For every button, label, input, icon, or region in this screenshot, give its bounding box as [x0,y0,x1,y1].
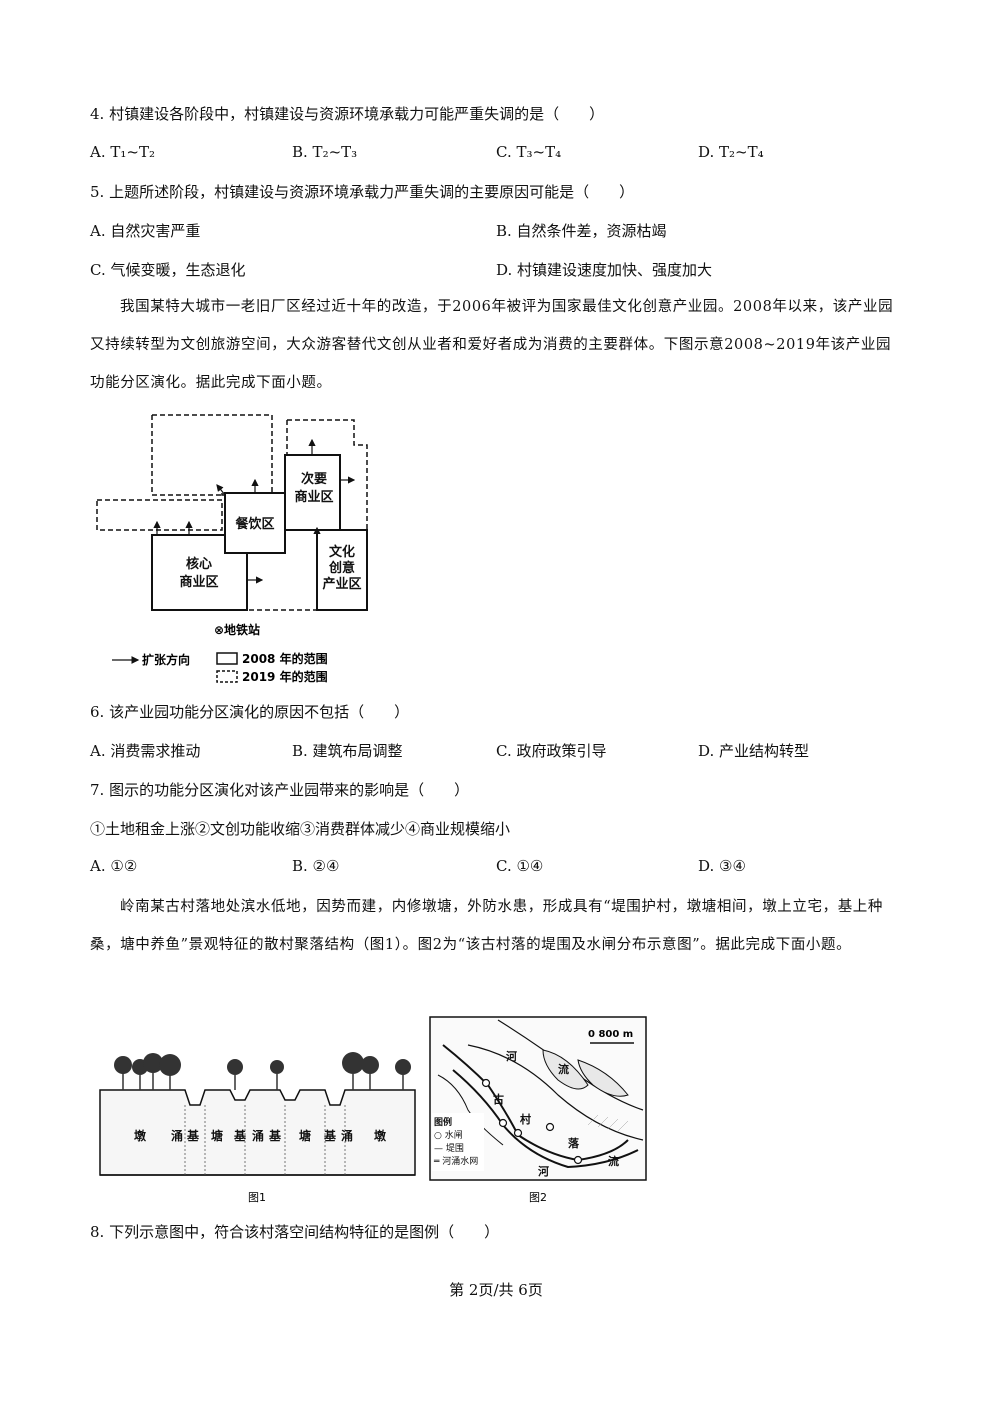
reading-passage-1: 我国某特大城市一老旧厂区经过近十年的改造，于2006年被评为国家最佳文化创意产业… [90,288,905,402]
q4-option-b: B. T₂~T₃ [292,143,358,161]
q5-option-d: D. 村镇建设速度加快、强度加大 [496,261,713,279]
culture-zone-box [316,529,368,611]
village-map: 0 800 m 河 流 古 村 落 河 流 图例 ○ 水闸 — 堤围 ═ 河涌水… [429,1016,647,1204]
cross-label-2: 涌 [171,1128,183,1143]
question-6-stem: 6. 该产业园功能分区演化的原因不包括（ ） [90,703,410,721]
dashed-top-left-2 [151,415,222,496]
question-7-statements: ①土地租金上涨②文创功能收缩③消费群体减少④商业规模缩小 [90,820,511,838]
secondary-zone-label-2: 商业区 [294,489,333,505]
legend-solid-box-icon [216,652,238,665]
map-label-ancient: 古 [493,1092,504,1106]
map-legend-waterway: ═ 河涌水网 [433,1155,478,1167]
page-footer: 第 2页/共 6页 [449,1281,543,1299]
cross-label-9: 基 [323,1128,337,1143]
cross-label-3: 基 [186,1128,200,1143]
cross-label-4: 塘 [211,1128,223,1143]
q7-option-c: C. ①④ [496,857,544,875]
food-zone-label: 餐饮区 [234,516,274,532]
village-cross-section-figure: 墩 涌 基 塘 基 涌 基 塘 基 涌 墩 图1 [95,1045,420,1205]
q5-option-a: A. 自然灾害严重 [90,222,201,240]
secondary-zone-label-1: 次要 [301,471,327,487]
dashed-top-left [152,414,273,496]
expand-arrow-3 [216,484,226,496]
cross-label-6: 涌 [252,1128,264,1143]
map-label-village: 村 [520,1112,531,1126]
passage-1-text: 我国某特大城市一老旧厂区经过近十年的改造，于2006年被评为国家最佳文化创意产业… [90,299,894,391]
cross-label-7: 基 [268,1128,282,1143]
cross-label-5: 基 [233,1128,247,1143]
culture-zone-label-1: 文化 [329,544,355,560]
q4-option-a: A. T₁~T₂ [90,143,155,161]
q4-option-d: D. T₂~T₄ [698,143,764,161]
culture-zone-label-3: 产业区 [322,576,361,592]
map-label-flow-1: 流 [558,1062,569,1076]
question-8-stem: 8. 下列示意图中，符合该村落空间结构特征的是图例（ ） [90,1223,500,1241]
subway-station-label: ⊗地铁站 [214,622,260,637]
map-legend-dike: — 堤围 [434,1143,464,1154]
legend-dashed-box-icon [216,670,238,683]
question-5-stem: 5. 上题所述阶段，村镇建设与资源环境承载力严重失调的主要原因可能是（ ） [90,183,635,201]
q7-option-d: D. ③④ [698,857,746,875]
q6-option-a: A. 消费需求推动 [90,742,201,760]
culture-zone-label-2: 创意 [328,560,355,576]
core-zone-label-2: 商业区 [179,574,218,590]
cross-label-10: 涌 [341,1128,353,1143]
zone-evolution-diagram: 核心 商业区 餐饮区 次要 商业区 文化 创意 产业区 ⊗地铁站 扩张方向 20… [96,414,368,684]
map-label-river-2: 河 [538,1164,549,1178]
figure-2-caption: 图2 [529,1191,547,1204]
q6-option-d: D. 产业结构转型 [698,742,810,760]
reading-passage-2: 岭南某古村落地处滨水低地，因势而建，内修墩塘，外防水患，形成具有“堤围护村，墩塘… [90,888,905,964]
question-7-stem: 7. 图示的功能分区演化对该产业园带来的影响是（ ） [90,781,470,799]
q6-option-b: B. 建筑布局调整 [292,742,403,760]
secondary-zone-box [284,454,341,531]
q7-option-b: B. ②④ [292,857,340,875]
legend-2019-label: 2019 年的范围 [242,669,328,684]
cross-label-11: 墩 [374,1128,387,1143]
dashed-left [96,499,223,531]
question-4-stem: 4. 村镇建设各阶段中，村镇建设与资源环境承载力可能严重失调的是（ ） [90,105,605,123]
core-zone-label-1: 核心 [186,556,212,572]
cross-section-diagram: 墩 涌 基 塘 基 涌 基 塘 基 涌 墩 图1 [99,1052,416,1204]
dashed-bottom-mid [241,545,317,611]
map-label-river-1: 河 [506,1049,517,1063]
legend-2008-label: 2008 年的范围 [242,651,328,666]
figure-1-caption: 图1 [248,1191,266,1204]
dashed-top-right [287,419,368,610]
food-zone-box [224,492,286,554]
zone-evolution-figure: 核心 商业区 餐饮区 次要 商业区 文化 创意 产业区 ⊗地铁站 扩张方向 20… [92,410,382,690]
map-legend-sluice: ○ 水闸 [434,1129,463,1141]
q4-option-c: C. T₃~T₄ [496,143,562,161]
map-legend-title: 图例 [434,1116,452,1128]
cross-label-8: 塘 [299,1128,311,1143]
village-map-figure: 0 800 m 河 流 古 村 落 河 流 图例 ○ 水闸 — 堤围 ═ 河涌水… [428,1015,650,1205]
q5-option-b: B. 自然条件差，资源枯竭 [496,222,667,240]
map-label-flow-2: 流 [608,1154,619,1168]
cross-label-1: 墩 [134,1128,147,1143]
q7-option-a: A. ①② [90,857,138,875]
q6-option-c: C. 政府政策引导 [496,742,607,760]
map-label-settlement: 落 [568,1136,580,1150]
map-scale-label: 0 800 m [588,1029,633,1040]
passage-2-text: 岭南某古村落地处滨水低地，因势而建，内修墩塘，外防水患，形成具有“堤围护村，墩塘… [90,899,884,953]
q5-option-c: C. 气候变暖，生态退化 [90,261,246,279]
legend-expand-label: 扩张方向 [142,652,190,667]
